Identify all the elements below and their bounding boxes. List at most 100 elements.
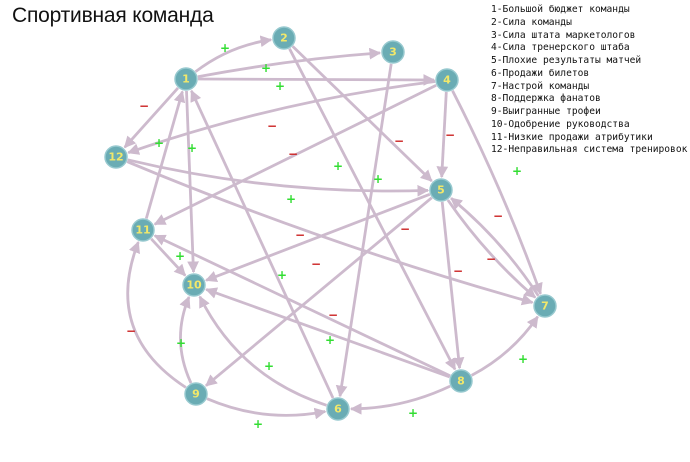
node-label: 1: [182, 73, 190, 86]
edge-11-10: [150, 237, 187, 277]
edge-sign-1-12: −: [139, 99, 149, 113]
edge-5-9: [205, 196, 433, 387]
node-circle: [104, 145, 128, 169]
legend-item: 2-Сила команды: [491, 16, 572, 28]
node-label: 8: [457, 375, 465, 388]
edge-sign-2-5: −: [394, 134, 404, 148]
edge-9-11: [126, 241, 187, 389]
node-circle: [184, 382, 208, 406]
node-circle: [272, 26, 296, 50]
edge-sign-6-10: +: [264, 359, 274, 373]
edge-2-8: [288, 48, 457, 371]
diagram-title: Спортивная команда: [12, 4, 214, 27]
legend-item: 10-Одобрение руководства: [491, 118, 630, 130]
node-4: 4: [435, 68, 459, 92]
node-circle: [429, 178, 453, 202]
node-2: 2: [272, 26, 296, 50]
edge-sign-7-5: −: [493, 209, 503, 223]
edge-sign-6-1: +: [277, 268, 287, 282]
edge-9-10: [179, 295, 193, 384]
node-10: 10: [182, 273, 206, 297]
edge-5-8: [440, 201, 465, 370]
edge-9-6: [206, 397, 327, 420]
edge-sign-9-11: −: [126, 324, 136, 338]
node-12: 12: [104, 145, 128, 169]
edge-3-6: [335, 63, 393, 398]
edge-4-5: [436, 91, 449, 179]
node-7: 7: [533, 294, 557, 318]
edge-sign-4-11: −: [267, 119, 277, 133]
edge-7-5: [450, 197, 540, 297]
edge-8-11: [153, 234, 451, 378]
node-label: 9: [192, 388, 200, 401]
edge-4-11: [153, 84, 437, 226]
node-1: 1: [174, 67, 198, 91]
node-6: 6: [326, 397, 350, 421]
node-label: 4: [443, 74, 451, 87]
edge-sign-8-6: +: [408, 406, 418, 420]
edge-8-6: [349, 384, 451, 415]
legend-item: 11-Низкие продажи атрибутики: [491, 131, 653, 143]
edges-layer: [123, 35, 543, 420]
node-label: 12: [108, 151, 123, 164]
edge-sign-12-5: +: [286, 192, 296, 206]
edge-1-2: [194, 35, 273, 73]
edge-2-5: [291, 45, 433, 183]
node-label: 6: [334, 403, 342, 416]
edge-8-10: [205, 287, 451, 379]
edge-1-3: [197, 47, 382, 79]
edge-5-10: [205, 192, 431, 282]
edge-sign-8-7: +: [518, 352, 528, 366]
edge-sign-5-10: −: [311, 257, 321, 271]
edge-sign-8-11: +: [325, 333, 335, 347]
legend-item: 9-Выигранные трофеи: [491, 106, 601, 117]
edge-sign-4-12: −: [288, 147, 298, 161]
legend-item: 8-Поддержка фанатов: [491, 93, 601, 105]
node-9: 9: [184, 382, 208, 406]
node-5: 5: [429, 178, 453, 202]
node-circle: [182, 273, 206, 297]
edge-sign-3-6: +: [333, 159, 343, 173]
legend-item: 3-Сила штата маркетологов: [491, 29, 636, 41]
legend-item: 5-Плохие результаты матчей: [491, 55, 642, 66]
edge-signs-layer: +++−+−++−−+−−−−−−++−++−++−++++: [126, 41, 528, 431]
node-circle: [326, 397, 350, 421]
node-8: 8: [449, 369, 473, 393]
node-circle: [449, 369, 473, 393]
node-legend: 1-Большой бюджет команды 2-Сила команды …: [491, 4, 687, 157]
edge-1-12: [123, 86, 180, 149]
edge-1-4: [197, 74, 436, 86]
edge-6-10: [198, 295, 328, 407]
edge-11-1: [144, 90, 186, 219]
legend-item: 12-Неправильная система тренировок: [491, 144, 688, 156]
edge-sign-1-3: +: [261, 61, 271, 75]
node-label: 5: [437, 184, 445, 197]
node-label: 10: [186, 279, 202, 292]
edge-6-1: [190, 89, 335, 399]
edge-sign-11-10: +: [175, 249, 185, 263]
node-label: 7: [541, 300, 549, 313]
legend-item: 1-Большой бюджет команды: [491, 4, 630, 15]
edge-sign-5-9: −: [400, 222, 410, 236]
node-circle: [381, 40, 405, 64]
legend-item: 6-Продажи билетов: [491, 67, 590, 79]
edge-12-5: [127, 158, 430, 197]
edge-sign-4-5: −: [445, 128, 455, 142]
node-circle: [131, 218, 155, 242]
edge-sign-1-10: +: [187, 141, 197, 155]
node-3: 3: [381, 40, 405, 64]
node-circle: [174, 67, 198, 91]
legend-item: 7-Настрой команды: [491, 80, 590, 92]
edge-1-10: [185, 90, 199, 274]
edge-sign-2-8: +: [373, 172, 383, 186]
node-11: 11: [131, 218, 155, 242]
node-circle: [435, 68, 459, 92]
edge-sign-9-10: +: [176, 336, 186, 350]
edge-4-7: [451, 90, 543, 295]
edge-sign-12-7: −: [295, 228, 305, 242]
edge-sign-5-8: −: [453, 264, 463, 278]
legend-item: 4-Сила тренерского штаба: [491, 42, 630, 54]
edge-sign-9-6: +: [253, 417, 263, 431]
edge-sign-11-1: +: [154, 136, 164, 150]
